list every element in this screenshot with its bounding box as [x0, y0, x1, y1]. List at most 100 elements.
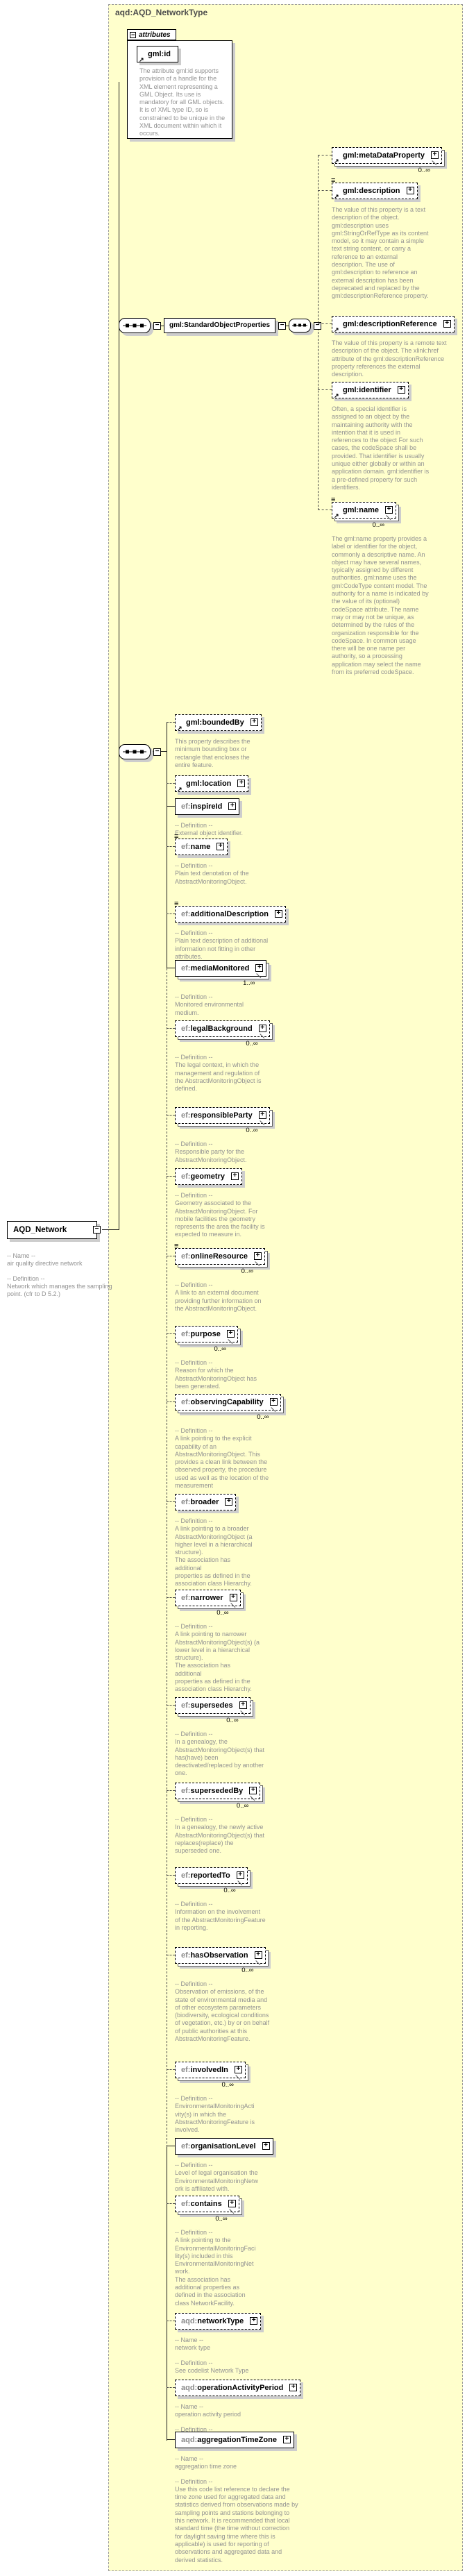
group-standard-object-properties[interactable]: gml:StandardObjectProperties	[164, 318, 276, 333]
attribute-label: gml:id	[148, 50, 171, 58]
element-namespace-prefix: ef:	[181, 1330, 191, 1338]
element-ef-supersedes[interactable]: ef:supersedes+0..∞	[175, 1697, 251, 1724]
element-gml-location[interactable]: ↗gml:location+	[175, 775, 249, 793]
element-ef-purpose[interactable]: ef:purpose+0..∞	[175, 1326, 238, 1353]
expand-icon[interactable]: +	[258, 1025, 266, 1032]
expand-icon[interactable]: +	[228, 2200, 236, 2207]
element-ef-contains[interactable]: ef:contains+0..∞	[175, 2196, 239, 2223]
connector-branch	[167, 1115, 175, 1116]
expand-icon[interactable]: +	[282, 2436, 291, 2443]
collapse-icon[interactable]: −	[278, 321, 287, 330]
expand-icon[interactable]: +	[237, 780, 246, 787]
element-aqd-aggregationTimeZone[interactable]: aqd:aggregationTimeZone+	[175, 2432, 294, 2448]
annotation-text: Plain text denotation of the AbstractMon…	[175, 870, 249, 885]
connector-branch	[167, 1875, 175, 1876]
expand-icon[interactable]: +	[255, 964, 264, 972]
annotation-block: -- Definition --Information on the invol…	[175, 1901, 266, 1932]
collapse-icon[interactable]: −	[93, 1226, 101, 1234]
element-ef-supersededBy[interactable]: ef:supersededBy+0..∞	[175, 1783, 261, 1810]
element-ef-narrower[interactable]: ef:narrower+0..∞	[175, 1590, 241, 1617]
element-aqd-operationActivityPeriod[interactable]: aqd:operationActivityPeriod+	[175, 2380, 301, 2396]
expand-icon[interactable]: +	[262, 2142, 270, 2150]
connector-gml-child-spine	[318, 155, 319, 510]
element-annotation: -- Definition --A link pointing to the e…	[175, 1427, 279, 1490]
element-ef-involvedIn[interactable]: ef:involvedIn+0..∞	[175, 2062, 246, 2089]
element-aqd-networkType[interactable]: aqd:networkType+	[175, 2313, 262, 2330]
annotation-text: External object identifier.	[175, 830, 244, 837]
element-gml-identifier[interactable]: ↗gml:identifier+	[332, 382, 409, 399]
expand-icon[interactable]: +	[289, 2384, 298, 2391]
expand-icon[interactable]: +	[250, 2317, 258, 2325]
sequence-compositor-icon[interactable]	[289, 319, 312, 332]
collapse-icon[interactable]: −	[153, 748, 161, 756]
element-item-narrower: ef:narrower+0..∞ -- Definition --A link p…	[167, 1590, 266, 1701]
element-ef-legalBackground[interactable]: ef:legalBackground+0..∞	[175, 1020, 270, 1047]
expand-icon[interactable]: +	[258, 1111, 266, 1119]
element-namespace-prefix: ef:	[181, 1398, 191, 1406]
element-ef-reportedTo[interactable]: ef:reportedTo+0..∞	[175, 1867, 248, 1894]
expand-icon[interactable]: +	[226, 1330, 235, 1338]
element-ef-inspireId[interactable]: ef:inspireId+	[175, 798, 240, 815]
expand-icon[interactable]: +	[216, 843, 225, 850]
element-ef-mediaMonitored[interactable]: ef:mediaMonitored+1..∞	[175, 960, 267, 987]
expand-icon[interactable]: +	[239, 1701, 247, 1709]
annotation-header: -- Name --	[175, 2403, 203, 2410]
expand-icon[interactable]: +	[250, 718, 258, 726]
element-annotation: -- Definition --In a genealogy, the Abst…	[175, 1731, 266, 1778]
expand-icon[interactable]: +	[274, 910, 282, 918]
element-ef-organisationLevel[interactable]: ef:organisationLevel+	[175, 2138, 273, 2155]
element-ef-hasObservation[interactable]: ef:hasObservation+0..∞	[175, 1947, 266, 1974]
expand-icon[interactable]: +	[230, 1172, 239, 1180]
element-ef-name[interactable]: ≡ef:name+	[174, 833, 228, 855]
expand-icon[interactable]: +	[228, 802, 237, 810]
element-ef-responsibleParty[interactable]: ef:responsibleParty+0..∞	[175, 1107, 270, 1134]
expand-icon[interactable]: +	[225, 1498, 233, 1506]
element-ef-observingCapability[interactable]: ef:observingCapability+0..∞	[175, 1394, 281, 1421]
collapse-icon[interactable]: −	[314, 321, 322, 330]
element-gml-metaDataProperty[interactable]: ↗gml:metaDataProperty+0..∞	[332, 147, 442, 174]
element-namespace-prefix: ef:	[181, 1172, 191, 1181]
annotation-text: This property describes the minimum boun…	[175, 738, 251, 768]
element-namespace-prefix: ef:	[181, 964, 191, 973]
expand-icon[interactable]: +	[397, 386, 405, 394]
element-annotation: -- Definition --Information on the invol…	[175, 1901, 266, 1932]
expand-icon[interactable]: +	[269, 1398, 278, 1406]
element-ref-icon: ↗	[334, 512, 339, 519]
element-ref-icon: ↗	[177, 786, 182, 793]
expand-icon[interactable]: +	[406, 187, 414, 194]
element-gml-name[interactable]: ≡↗gml:name+0..∞	[331, 496, 396, 529]
expand-icon[interactable]: +	[431, 151, 439, 159]
expand-icon[interactable]: +	[254, 1951, 262, 1959]
element-namespace-prefix: ef:	[181, 1594, 191, 1602]
sequence-compositor-icon[interactable]	[119, 318, 151, 333]
attribute-gml-id[interactable]: ↗ gml:id	[137, 46, 178, 63]
element-ef-geometry[interactable]: ef:geometry+	[175, 1168, 242, 1185]
expand-icon[interactable]: +	[253, 1252, 262, 1260]
expand-icon[interactable]: +	[249, 1787, 257, 1794]
element-ref-icon: ↗	[334, 392, 339, 399]
expand-icon[interactable]: +	[234, 2066, 242, 2073]
element-ref-icon: ↗	[139, 56, 144, 63]
element-ef-broader[interactable]: ef:broader+	[175, 1494, 237, 1510]
element-gml-descriptionReference[interactable]: ↗gml:descriptionReference+	[332, 316, 455, 333]
element-ref-icon: ↗	[334, 193, 339, 200]
annotation-header: -- Definition --	[175, 1054, 213, 1061]
collapse-icon[interactable]: −	[153, 321, 161, 330]
sequence-compositor-icon[interactable]	[119, 744, 151, 759]
element-item-operationActivityPeriod: aqd:operationActivityPeriod+-- Name --op…	[167, 2380, 301, 2441]
attributes-section-tab[interactable]: − attributes	[127, 29, 176, 40]
collapse-icon[interactable]: −	[130, 31, 136, 38]
element-annotation: The value of this property is a remote t…	[332, 339, 448, 378]
annotation-block: -- Definition --A link pointing to narro…	[175, 1623, 266, 1694]
expand-icon[interactable]: +	[384, 506, 393, 514]
element-ef-onlineResource[interactable]: ≡ef:onlineResource+0..∞	[174, 1243, 265, 1275]
element-gml-description[interactable]: ≡↗gml:description+	[331, 177, 418, 200]
expand-icon[interactable]: +	[236, 1871, 244, 1879]
element-gml-boundedBy[interactable]: ↗gml:boundedBy+	[175, 714, 262, 732]
expand-icon[interactable]: +	[443, 320, 451, 328]
annotation-text: EnvironmentalMonitoringActi vity(s) in w…	[175, 2103, 255, 2134]
root-element-aqd-network[interactable]: AQD_Network −	[7, 1221, 101, 1239]
nillable-icon: ≡	[174, 832, 179, 841]
element-ef-additionalDescription[interactable]: ≡ef:additionalDescription+	[174, 900, 286, 923]
expand-icon[interactable]: +	[229, 1594, 237, 1601]
